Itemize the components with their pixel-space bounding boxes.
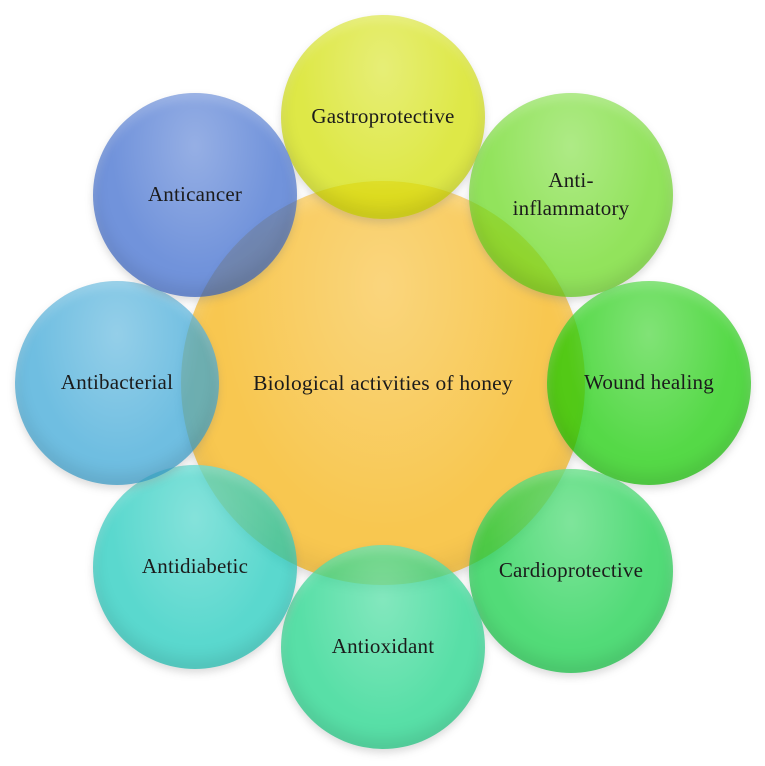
circle-cardioprotective: Cardioprotective (469, 469, 673, 673)
circle-cardioprotective-label: Cardioprotective (498, 558, 644, 583)
center-label: Biological activities of honey (253, 370, 513, 395)
circle-gastroprotective: Gastroprotective (281, 15, 485, 219)
circle-anticancer-label: Anticancer (147, 182, 243, 207)
circle-antibacterial-label: Antibacterial (60, 370, 174, 395)
circle-antioxidant-label: Antioxidant (331, 634, 435, 659)
circle-anti-inflammatory: Anti- inflammatory (469, 93, 673, 297)
circle-wound-healing-label: Wound healing (584, 370, 714, 395)
circle-antioxidant: Antioxidant (281, 545, 485, 749)
circle-wound-healing: Wound healing (547, 281, 751, 485)
circle-antibacterial: Antibacterial (15, 281, 219, 485)
circle-gastroprotective-label: Gastroprotective (311, 104, 455, 129)
circle-antidiabetic: Antidiabetic (93, 465, 297, 669)
circle-anticancer: Anticancer (93, 93, 297, 297)
circle-antidiabetic-label: Antidiabetic (141, 554, 249, 579)
circle-anti-inflammatory-label: Anti- inflammatory (512, 168, 630, 220)
